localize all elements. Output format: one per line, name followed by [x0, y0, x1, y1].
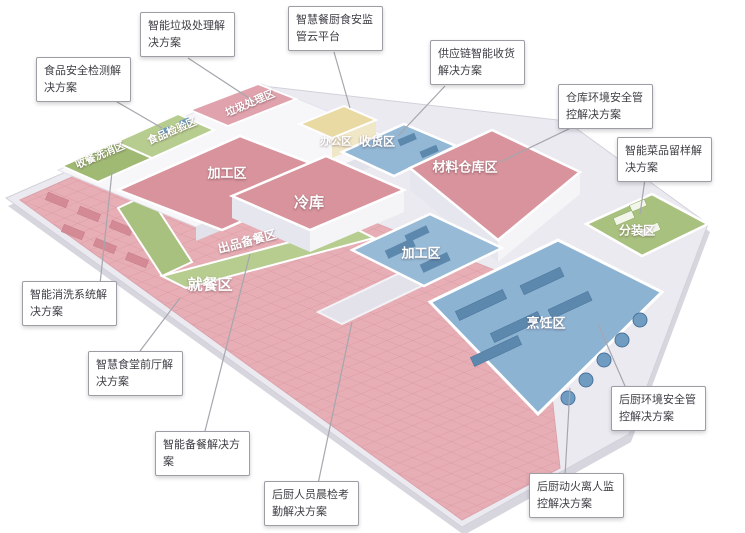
- cold-storage-south-wall: [310, 190, 404, 252]
- zone-cold-storage-roof: [228, 154, 408, 232]
- callout-food-safety-cloud: 智慧餐厨食安监管云平台: [288, 6, 383, 51]
- callout-front-hall: 智慧食堂前厅解决方案: [88, 351, 183, 396]
- callout-dish-sample: 智能菜品留样解决方案: [617, 137, 712, 182]
- zone-waste-strip: [187, 82, 299, 128]
- zone-office-roof: [297, 104, 379, 140]
- zone-inspection-strip: [113, 112, 217, 160]
- cooking-equipment: [454, 266, 593, 367]
- cooking-pots: [560, 312, 648, 406]
- callout-smart-waste: 智能垃圾处理解决方案: [140, 12, 235, 57]
- office-wall: [332, 120, 376, 158]
- callout-supply-receiving: 供应链智能收货解决方案: [430, 40, 525, 85]
- processing-east-equipment: [384, 225, 451, 273]
- cold-storage-west-wall: [232, 196, 310, 252]
- callout-morning-check: 后厨人员晨检考勤解决方案: [264, 481, 359, 526]
- zone-cooking-floor: [427, 238, 665, 417]
- callout-smart-washing: 智能消洗系统解决方案: [22, 281, 117, 326]
- packing-equipment: [612, 198, 662, 238]
- zone-warehouse-roof: [407, 128, 583, 242]
- zone-processing-east-floor: [349, 212, 505, 288]
- dining-tables: [44, 191, 150, 269]
- callout-warehouse-env: 仓库环境安全管控解决方案: [558, 84, 653, 129]
- callout-fire-monitor: 后厨动火离人监控解决方案: [529, 473, 624, 518]
- callout-food-safety-test: 食品安全检测解决方案: [36, 57, 131, 102]
- inspection-equipment: [159, 117, 191, 136]
- receiving-equipment: [397, 132, 439, 159]
- callout-kitchen-env: 后厨环境安全管控解决方案: [611, 386, 706, 431]
- callout-leader-lines: [99, 51, 646, 485]
- callout-smart-meal-prep: 智能备餐解决方案: [155, 431, 250, 476]
- warehouse-south-wall: [498, 172, 580, 262]
- zone-packing-floor: [583, 192, 711, 258]
